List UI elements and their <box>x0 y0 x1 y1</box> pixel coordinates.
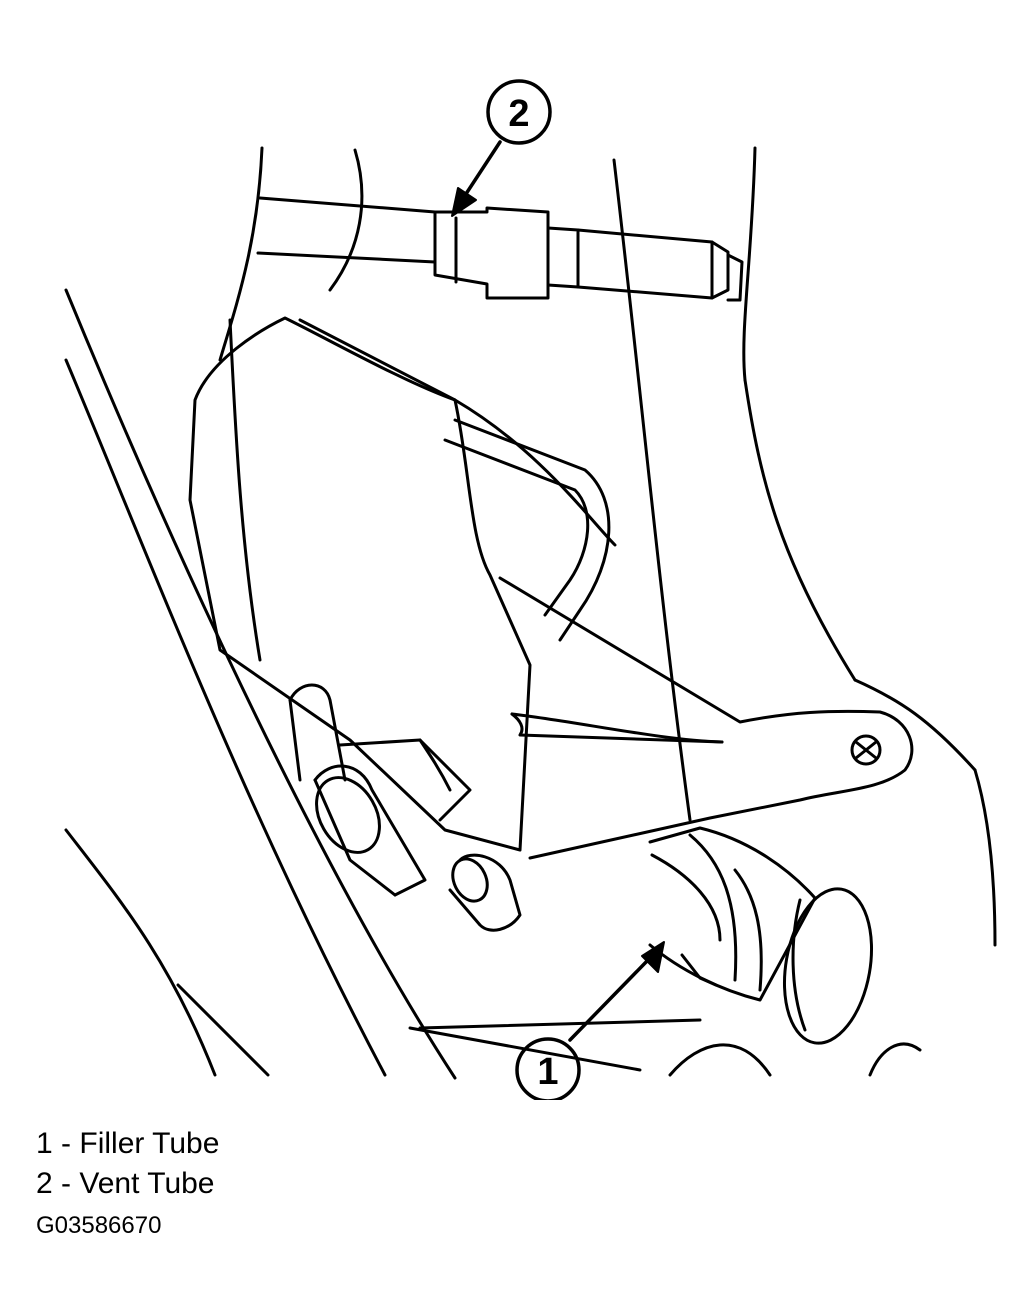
legend-item: 2 - Vent Tube <box>36 1164 219 1204</box>
callout-2-arrow <box>460 140 502 202</box>
legend-item: 1 - Filler Tube <box>36 1124 219 1164</box>
body-panel-left <box>64 288 457 1080</box>
frame-structure <box>218 146 997 1077</box>
diagram-illustration: 2 1 <box>64 79 997 1100</box>
vent-tube <box>256 196 744 302</box>
callout-1-arrow <box>568 958 650 1042</box>
vent-hose-bend <box>443 418 611 642</box>
legend-separator: - <box>61 1127 72 1160</box>
legend-label: Filler Tube <box>79 1127 220 1160</box>
legend-separator: - <box>61 1167 72 1200</box>
callout-2-label: 2 <box>508 93 529 135</box>
legend-label: Vent Tube <box>79 1167 215 1200</box>
heat-shield <box>188 316 617 852</box>
callout-2: 2 <box>451 79 552 217</box>
callout-1-arrowhead <box>641 941 665 973</box>
callout-1: 1 <box>515 941 665 1100</box>
bolt <box>850 734 882 766</box>
filler-tube <box>648 826 874 1045</box>
lower-fittings <box>288 683 522 932</box>
callout-2-arrowhead <box>451 187 477 217</box>
legend-number: 1 <box>36 1127 53 1160</box>
legend: 1 - Filler Tube 2 - Vent Tube <box>36 1124 219 1204</box>
figure-id: G03586670 <box>36 1212 162 1239</box>
legend-number: 2 <box>36 1167 53 1200</box>
mounting-bracket <box>498 576 914 860</box>
callout-1-label: 1 <box>537 1051 558 1093</box>
